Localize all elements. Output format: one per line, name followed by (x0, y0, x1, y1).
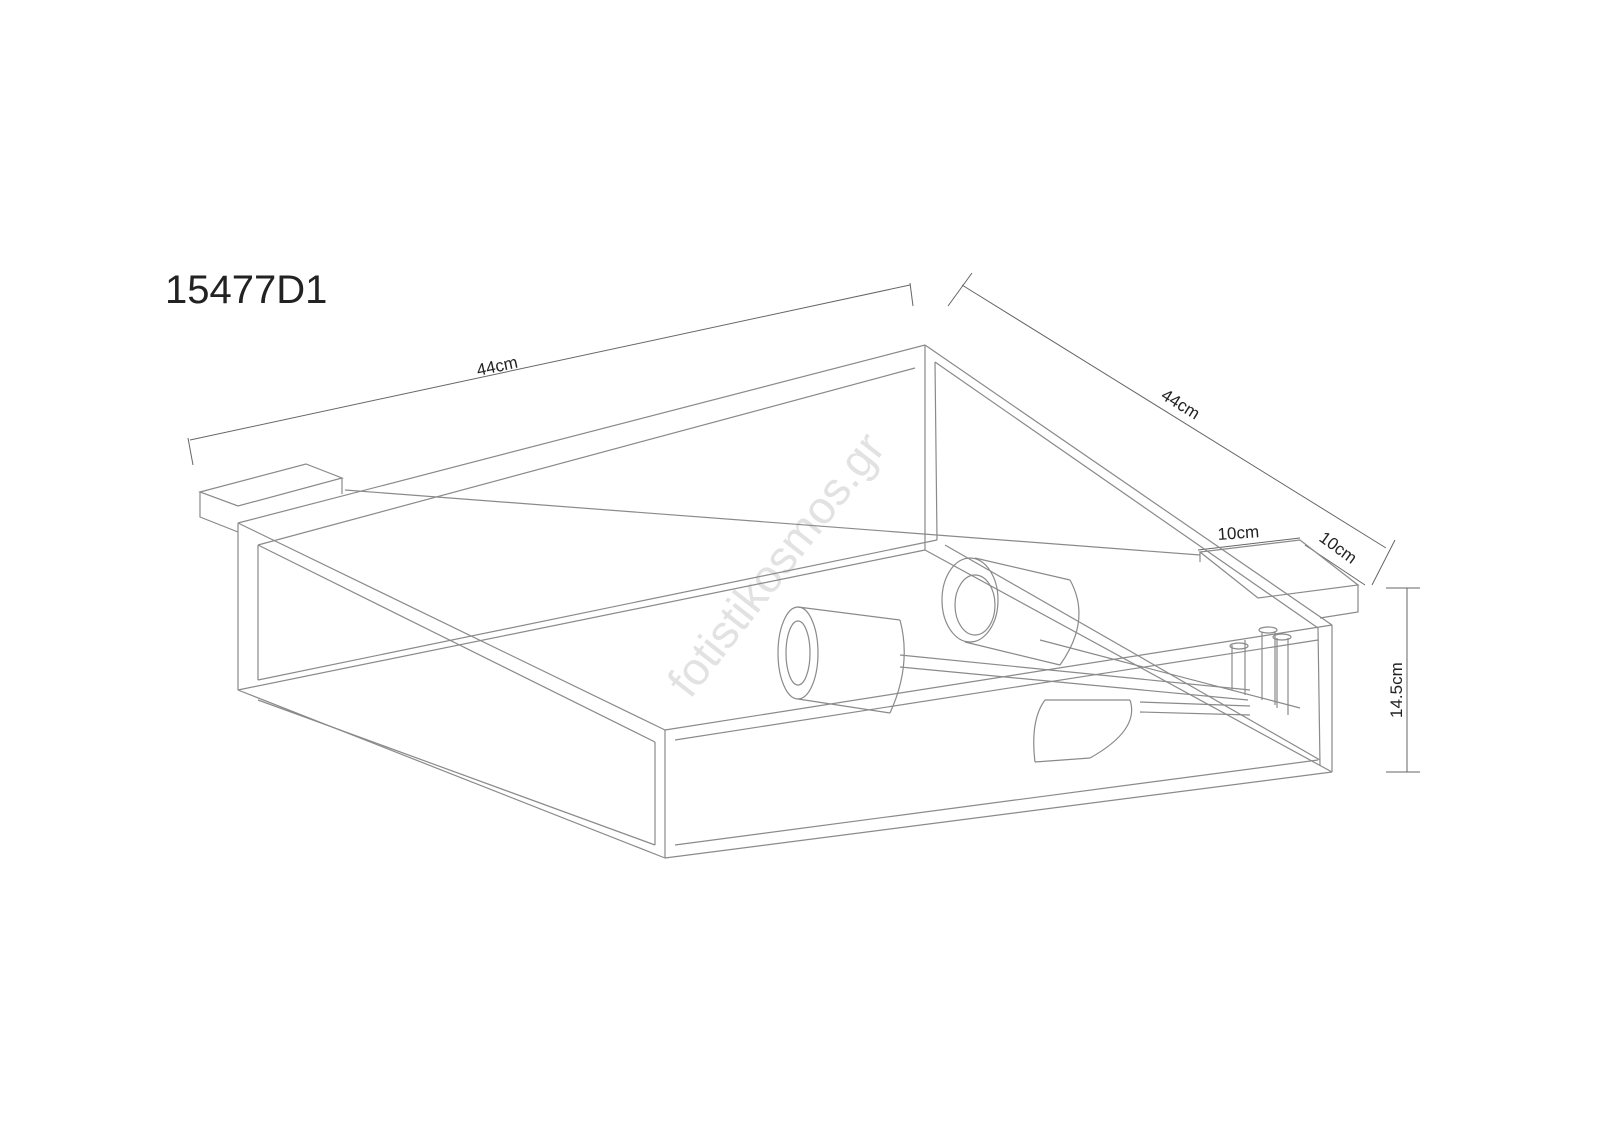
ceiling-plate-right (344, 489, 1360, 619)
plate-depth-label: 10cm (1316, 528, 1361, 568)
lamp-shade-bottom (1033, 699, 1133, 763)
width-dimension-line (187, 282, 914, 466)
width-label: 44cm (475, 353, 520, 380)
model-number: 15477D1 (165, 268, 327, 312)
watermark: fotistikosmos.gr (657, 422, 895, 706)
lamp-holders (899, 626, 1301, 716)
lamp-shade-front (777, 606, 905, 714)
ceiling-plate-left (198, 463, 344, 533)
frame-inner (257, 361, 1321, 846)
depth-dimension-line (947, 272, 1396, 586)
depth-label: 44cm (1158, 385, 1203, 423)
frame-outer (237, 344, 1333, 859)
height-dimension-line (1386, 587, 1420, 773)
lamp-shade-back (941, 557, 1080, 666)
height-label: 14.5cm (1387, 662, 1406, 718)
plate-width-label: 10cm (1217, 522, 1260, 544)
